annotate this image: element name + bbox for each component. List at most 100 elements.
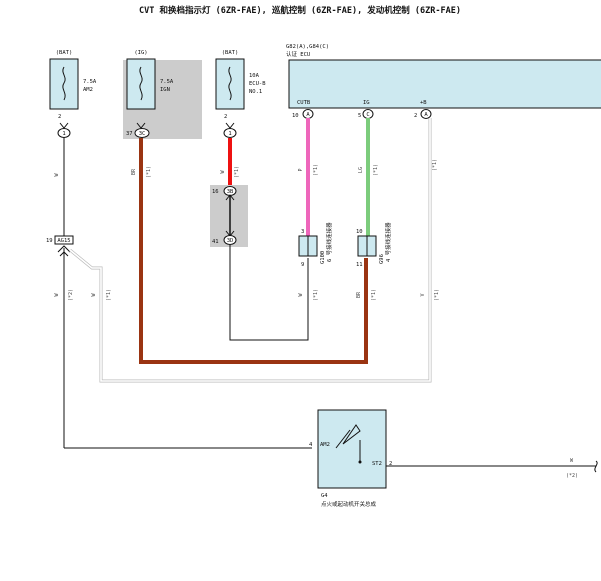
wire-label-w10: BR <box>356 291 362 298</box>
wire-label-w4-ref: (*1) <box>313 164 319 176</box>
wire-label-w5-ref: (*1) <box>373 164 379 176</box>
splice-ag15-arrow2-icon <box>59 251 69 257</box>
connector-g100-top: 3 <box>301 229 304 235</box>
fuse-am2-name: AM2 <box>83 87 93 93</box>
fuse-ecu-b-icon <box>228 66 232 101</box>
fuse-ign-pin: 37 <box>126 131 133 137</box>
fuse-ign-source: (IG) <box>134 50 147 56</box>
wire-label-w6-ref: (*1) <box>432 159 438 171</box>
ignition-switch-desc: 点火或起动机开关总成 <box>321 500 377 508</box>
ignition-switch-contact <box>335 429 351 449</box>
fuse-ign-icon <box>139 66 143 101</box>
fuse-am2-icon <box>62 66 66 101</box>
wire-label-w13: W <box>91 293 97 297</box>
wire-label-w7-ref: (*1) <box>313 289 319 301</box>
fuse-ign-name: IGN <box>160 87 170 93</box>
fuse-ign-rating: 7.5A <box>160 79 174 85</box>
ecu-pin-b-num: 2 <box>414 113 417 119</box>
connector-g100-bot: 9 <box>301 262 304 268</box>
connector-g100-id: G100 <box>320 251 326 264</box>
ignition-switch-lever-icon <box>342 424 361 445</box>
wire-label-w3-ref: (*1) <box>234 166 240 178</box>
fuse-ecu-b-name2: NO.1 <box>249 89 262 95</box>
fuse-ecu-b: (BAT) 10A ECU-B NO.1 2 1 <box>215 50 266 138</box>
wire-label-w5: LG <box>358 167 364 173</box>
ecu-pin-cutb-name: CUTB <box>297 100 311 106</box>
joint-conn-bot: 3D <box>227 238 234 244</box>
diagram-title: CVT 和换档指示灯 (6ZR-FAE), 巡航控制 (6ZR-FAE), 发动… <box>139 5 461 16</box>
wire-label-w12-ref: (*2) <box>68 289 74 301</box>
connector-g100-desc: 6 号接线连接器 <box>325 222 333 262</box>
joint-pin-bot: 41 <box>212 239 219 245</box>
ecu-pin-b-conn: A <box>424 112 428 118</box>
fuse-am2-rating: 7.5A <box>83 79 97 85</box>
fuse-am2: (BAT) 7.5A AM2 2 1 <box>49 50 97 138</box>
joint-arrow-up-icon <box>225 194 235 201</box>
wire-label-w2-ref: (*1) <box>146 166 152 178</box>
wire-label-w3: W <box>220 170 226 174</box>
ecu-pin-ig-conn: C <box>366 112 369 118</box>
wire-label-w11-ref: (*1) <box>434 289 440 301</box>
ecu-pin-b-name: +B <box>420 100 427 106</box>
connector-g96-bot: 11 <box>356 262 363 268</box>
ecu-box <box>288 59 601 109</box>
fuse-ecu-b-conn-label: 1 <box>228 131 231 137</box>
joint-connector: 16 3B 41 3D <box>210 185 248 247</box>
wire-label-w12: W <box>54 293 60 297</box>
fuse-ign-conn-label: 3C <box>139 131 146 137</box>
ecu-pin-cutb-num: 10 <box>292 113 299 119</box>
wire-label-w13-ref: (*1) <box>106 289 112 301</box>
ignition-switch-box <box>317 409 387 489</box>
wire-label-w7: W <box>298 293 304 297</box>
fuse-am2-arrow-icon <box>59 122 69 129</box>
fuse-ign-arrow-icon <box>136 122 146 129</box>
joint-pin-top: 16 <box>212 189 219 195</box>
wire-st2-ref: (*2) <box>566 473 578 479</box>
wire-label-w1: W <box>54 173 60 177</box>
fuse-am2-pin: 2 <box>58 114 61 120</box>
ecu-pin-ig-name: IG <box>363 100 370 106</box>
ignition-switch-name-in: AM2 <box>320 442 330 448</box>
fuse-am2-source: (BAT) <box>56 50 73 56</box>
connector-g96-desc: 4 号接线连接器 <box>384 222 392 262</box>
fuse-ign-connector <box>134 128 150 138</box>
ignition-switch-node <box>358 460 362 464</box>
ecu-pin-ig-num: 5 <box>358 113 361 119</box>
connector-g96-id: G96 <box>379 254 385 264</box>
connector-g96-top: 10 <box>356 229 363 235</box>
ignition-switch-name-out: ST2 <box>372 461 382 467</box>
ecu-ref: G82(A),G84(C) <box>286 44 329 50</box>
wire-label-w10-ref: (*1) <box>371 289 377 301</box>
ecu-pin-cutb-conn: A <box>306 112 310 118</box>
splice-ag15-arrow-icon <box>57 245 71 253</box>
wire-white-plus-b <box>69 118 431 382</box>
splice-ag15-box <box>54 235 74 245</box>
ecu-block: G82(A),G84(C) 认证 ECU CUTB IG +B 10 A 5 C… <box>286 44 601 119</box>
joint-bot-connector <box>223 235 237 245</box>
wire-brown-ign <box>139 138 368 364</box>
ignition-switch-pin-in: 4 <box>309 442 313 448</box>
wire-label-w4: P <box>298 168 304 171</box>
fuse-ecu-b-rating: 10A <box>249 73 260 79</box>
ecu-pin-b-connector <box>420 109 432 119</box>
connector-g96: 10 11 G96 4 号接线连接器 <box>356 222 392 268</box>
wire-black-joint-g100 <box>229 245 309 341</box>
fuse-ecu-b-name: ECU-B <box>249 81 266 87</box>
wire-label-w11: V <box>420 293 426 296</box>
fuse-ign: (IG) 7.5A IGN 37 3C <box>123 50 202 139</box>
ignition-switch: 4 AM2 ST2 2 G4 点火或起动机开关总成 <box>309 409 392 508</box>
fuse-am2-conn-label: 1 <box>62 131 65 137</box>
joint-conn-top: 3B <box>227 189 234 195</box>
splice-ag15: 19 AG15 <box>46 235 74 257</box>
wire-break-icon <box>594 460 598 473</box>
wire-st2-label: W <box>570 458 574 464</box>
fuse-ecu-b-pin: 2 <box>224 114 227 120</box>
fuse-ecu-b-arrow-icon <box>225 122 235 129</box>
splice-ag15-pin: 19 <box>46 238 53 244</box>
ignition-switch-id: G4 <box>321 493 328 499</box>
wire-label-w2: BR <box>131 168 137 175</box>
ignition-switch-pin-out: 2 <box>389 461 392 467</box>
connector-g100: 3 9 G100 6 号接线连接器 <box>298 222 333 268</box>
fuse-ecu-b-source: (BAT) <box>222 50 239 56</box>
